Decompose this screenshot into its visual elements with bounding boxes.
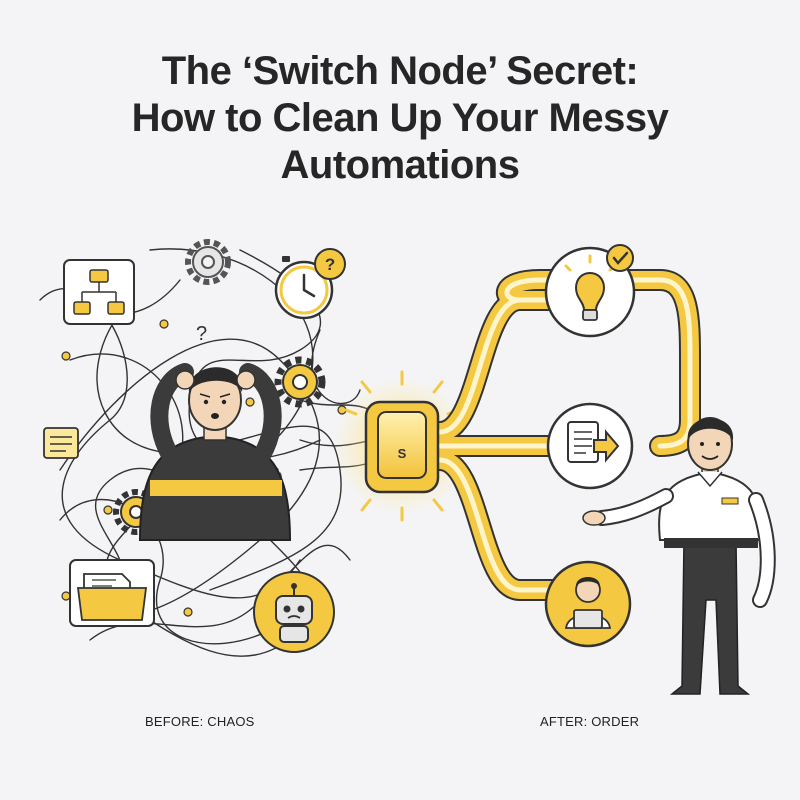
switch-node-button: S [364,400,440,494]
flowchart-icon [63,259,135,325]
person-laptop-icon [564,577,612,629]
question-bubble-icon: ? [314,248,346,280]
email-folder-icon [69,559,155,627]
person-laptop-node [544,560,632,648]
clock-icon [274,256,334,320]
caption-before: BEFORE: CHAOS [145,714,255,729]
checkmark-icon [606,244,634,272]
title-line-2: How to Clean Up Your Messy [131,96,669,140]
switch-node-label: S [398,446,407,461]
gear-icon [185,239,231,285]
title-line-3: Automations [280,143,520,187]
gear-icon [274,356,326,408]
document-arrow-node [546,402,634,490]
question-mark: ? [196,323,207,345]
stressed-person [138,363,292,541]
document-arrow-icon [567,421,620,463]
caption-after: AFTER: ORDER [540,714,640,729]
ordered-pipes [429,269,701,601]
glow-rays [344,370,460,522]
title-line-1: The ‘Switch Node’ Secret: [161,49,639,93]
robot-icon [253,571,335,653]
presenter-person [582,417,776,695]
svg-text:?: ? [325,255,335,274]
page-title: The ‘Switch Node’ Secret: How to Clean U… [0,48,800,189]
document-icon [43,427,79,459]
